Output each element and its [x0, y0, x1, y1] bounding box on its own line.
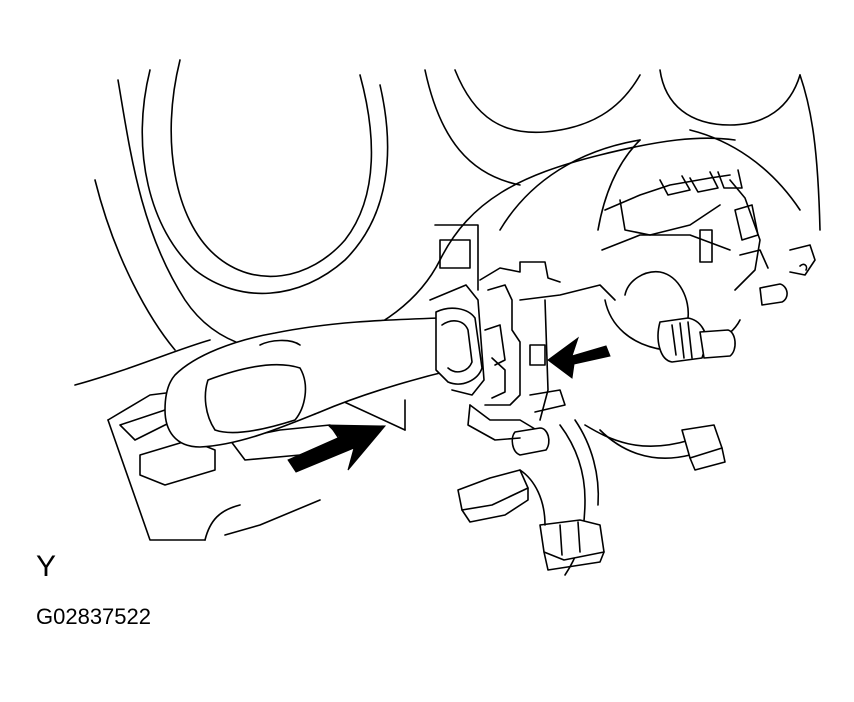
- push-arrow-icon-2: [547, 336, 611, 379]
- switch-lever: [164, 284, 485, 448]
- figure-code: G02837522: [36, 604, 151, 629]
- push-arrow-icon: [287, 424, 387, 473]
- wire-harness: [457, 419, 726, 576]
- switch-assembly: [467, 261, 616, 456]
- steering-column: [601, 169, 816, 363]
- view-label: Y: [36, 550, 57, 583]
- instrument-cluster: [117, 59, 821, 353]
